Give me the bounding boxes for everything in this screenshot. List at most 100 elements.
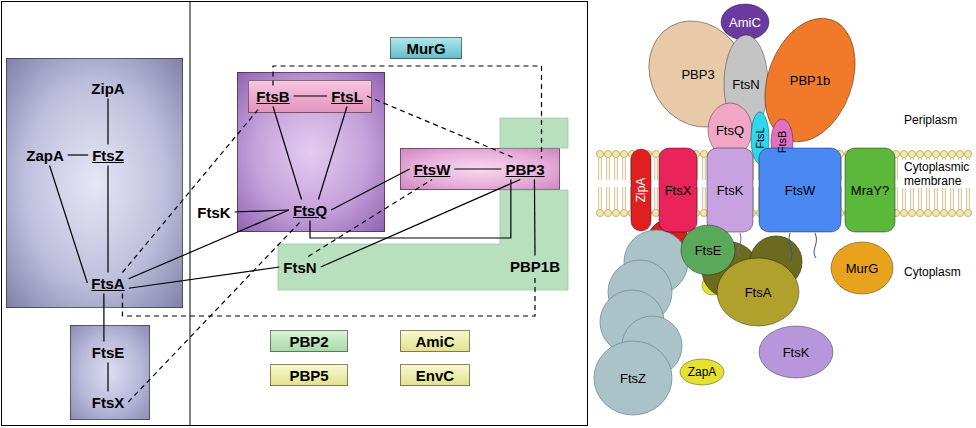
interaction-line <box>129 210 289 279</box>
protein-shape: ZipA <box>630 148 652 232</box>
lipid-head <box>932 209 939 216</box>
lipid-tail <box>958 187 959 209</box>
protein-name: FtsL <box>331 88 363 105</box>
protein-name: FtsZ <box>92 147 124 164</box>
lipid-tail <box>702 158 703 180</box>
protein-shape: FtsE <box>680 224 736 276</box>
interaction-line <box>122 107 260 273</box>
protein-node: FtsW <box>410 159 455 180</box>
protein-name: AmiC <box>729 15 761 30</box>
protein-node: FtsX <box>88 392 129 413</box>
band-shape <box>278 118 568 290</box>
lipid-tail <box>702 187 703 209</box>
lipid-head <box>604 150 611 157</box>
protein-node: FtsL <box>327 86 367 107</box>
lipid-tail <box>910 187 911 209</box>
lipid-tail <box>625 158 626 180</box>
interaction-line <box>331 169 410 210</box>
protein-shape: FtsK <box>706 147 754 233</box>
protein-name: MurG <box>406 40 445 57</box>
membrane-protein <box>845 148 895 232</box>
region-label-box: Cytoplasmic membrane <box>902 160 974 189</box>
lipid-head <box>940 150 947 157</box>
lipid-head <box>948 150 955 157</box>
panel-divider <box>190 2 191 426</box>
lipid-tail <box>606 158 607 180</box>
interaction-line <box>294 95 327 96</box>
protein-box: MurG <box>390 37 462 59</box>
protein-name: FtsB <box>256 88 289 105</box>
lipid-tail <box>918 187 919 209</box>
lipid-head <box>924 150 931 157</box>
protein-tail <box>814 233 816 258</box>
lipid-tail <box>905 187 906 209</box>
protein-name: PBP1B <box>510 258 560 275</box>
lipid-head <box>596 150 603 157</box>
lipid-head <box>916 150 923 157</box>
protein-node: FtsQ <box>289 200 331 221</box>
lipid-head <box>956 150 963 157</box>
protein-tail <box>789 233 792 262</box>
interaction-line <box>308 180 432 257</box>
protein-node: ZipA <box>87 78 128 99</box>
protein-name: PBP3 <box>681 67 714 82</box>
lipid-tail <box>937 187 938 209</box>
protein-node: FtsN <box>279 257 320 278</box>
lipid-tail <box>942 187 943 209</box>
protein-node: FtsE <box>88 342 129 363</box>
lipid-head <box>900 209 907 216</box>
interaction-line <box>128 221 301 403</box>
protein-shape: ZapA <box>679 358 725 386</box>
lipid-tail <box>617 158 618 180</box>
protein-blob <box>721 4 769 40</box>
interaction-line <box>273 107 302 200</box>
lipid-tail <box>950 187 951 209</box>
group-box: ZipAZapAFtsZFtsA <box>6 58 183 308</box>
lipid-tail <box>598 158 599 180</box>
lipid-tail <box>705 158 706 180</box>
protein-name: ZapA <box>688 365 717 379</box>
protein-name: FtsB <box>776 131 788 154</box>
protein-name: FtsZ <box>620 371 646 386</box>
protein-node: PBP1B <box>506 256 564 277</box>
region-label-box: Periplasm <box>902 110 959 128</box>
protein-box: PBP2 <box>270 330 348 352</box>
lipid-tail <box>601 158 602 180</box>
protein-shape: MraY? <box>844 147 896 233</box>
protein-name: PBP2 <box>289 333 328 350</box>
lipid-head <box>956 209 963 216</box>
lipid-tail <box>614 158 615 180</box>
protein-blob <box>831 242 893 294</box>
lipid-head <box>612 209 619 216</box>
lipid-tail <box>897 158 898 180</box>
lipid-tail <box>969 187 970 209</box>
lipid-head <box>596 209 603 216</box>
protein-name: ZapA <box>26 147 64 164</box>
protein-name: ZipA <box>634 178 648 203</box>
protein-name: FtsN <box>732 77 759 92</box>
interaction-line <box>235 210 289 212</box>
lipid-tail <box>953 187 954 209</box>
protein-node: PBP3 <box>501 159 548 180</box>
protein-name: FtsA <box>745 285 772 300</box>
protein-shape: FtsZ <box>593 340 673 416</box>
lipid-head <box>700 209 707 216</box>
lipid-head <box>700 150 707 157</box>
protein-name: PBP5 <box>289 367 328 384</box>
protein-name: PBP3 <box>505 161 544 178</box>
lipid-molecule <box>700 150 707 216</box>
protein-node: ZapA <box>22 145 68 166</box>
group-box: FtsB FtsL FtsQ <box>237 72 385 232</box>
protein-shape: FtsK <box>758 325 834 379</box>
protein-name: FtsW <box>785 183 815 198</box>
lipid-head <box>940 209 947 216</box>
lipid-molecule <box>612 150 619 216</box>
lipid-tail <box>961 187 962 209</box>
lipid-head <box>948 209 955 216</box>
lipid-tail <box>902 187 903 209</box>
protein-name: FtsK <box>783 345 810 360</box>
interaction-line <box>310 180 511 239</box>
group-box: FtsB FtsL <box>248 80 372 113</box>
